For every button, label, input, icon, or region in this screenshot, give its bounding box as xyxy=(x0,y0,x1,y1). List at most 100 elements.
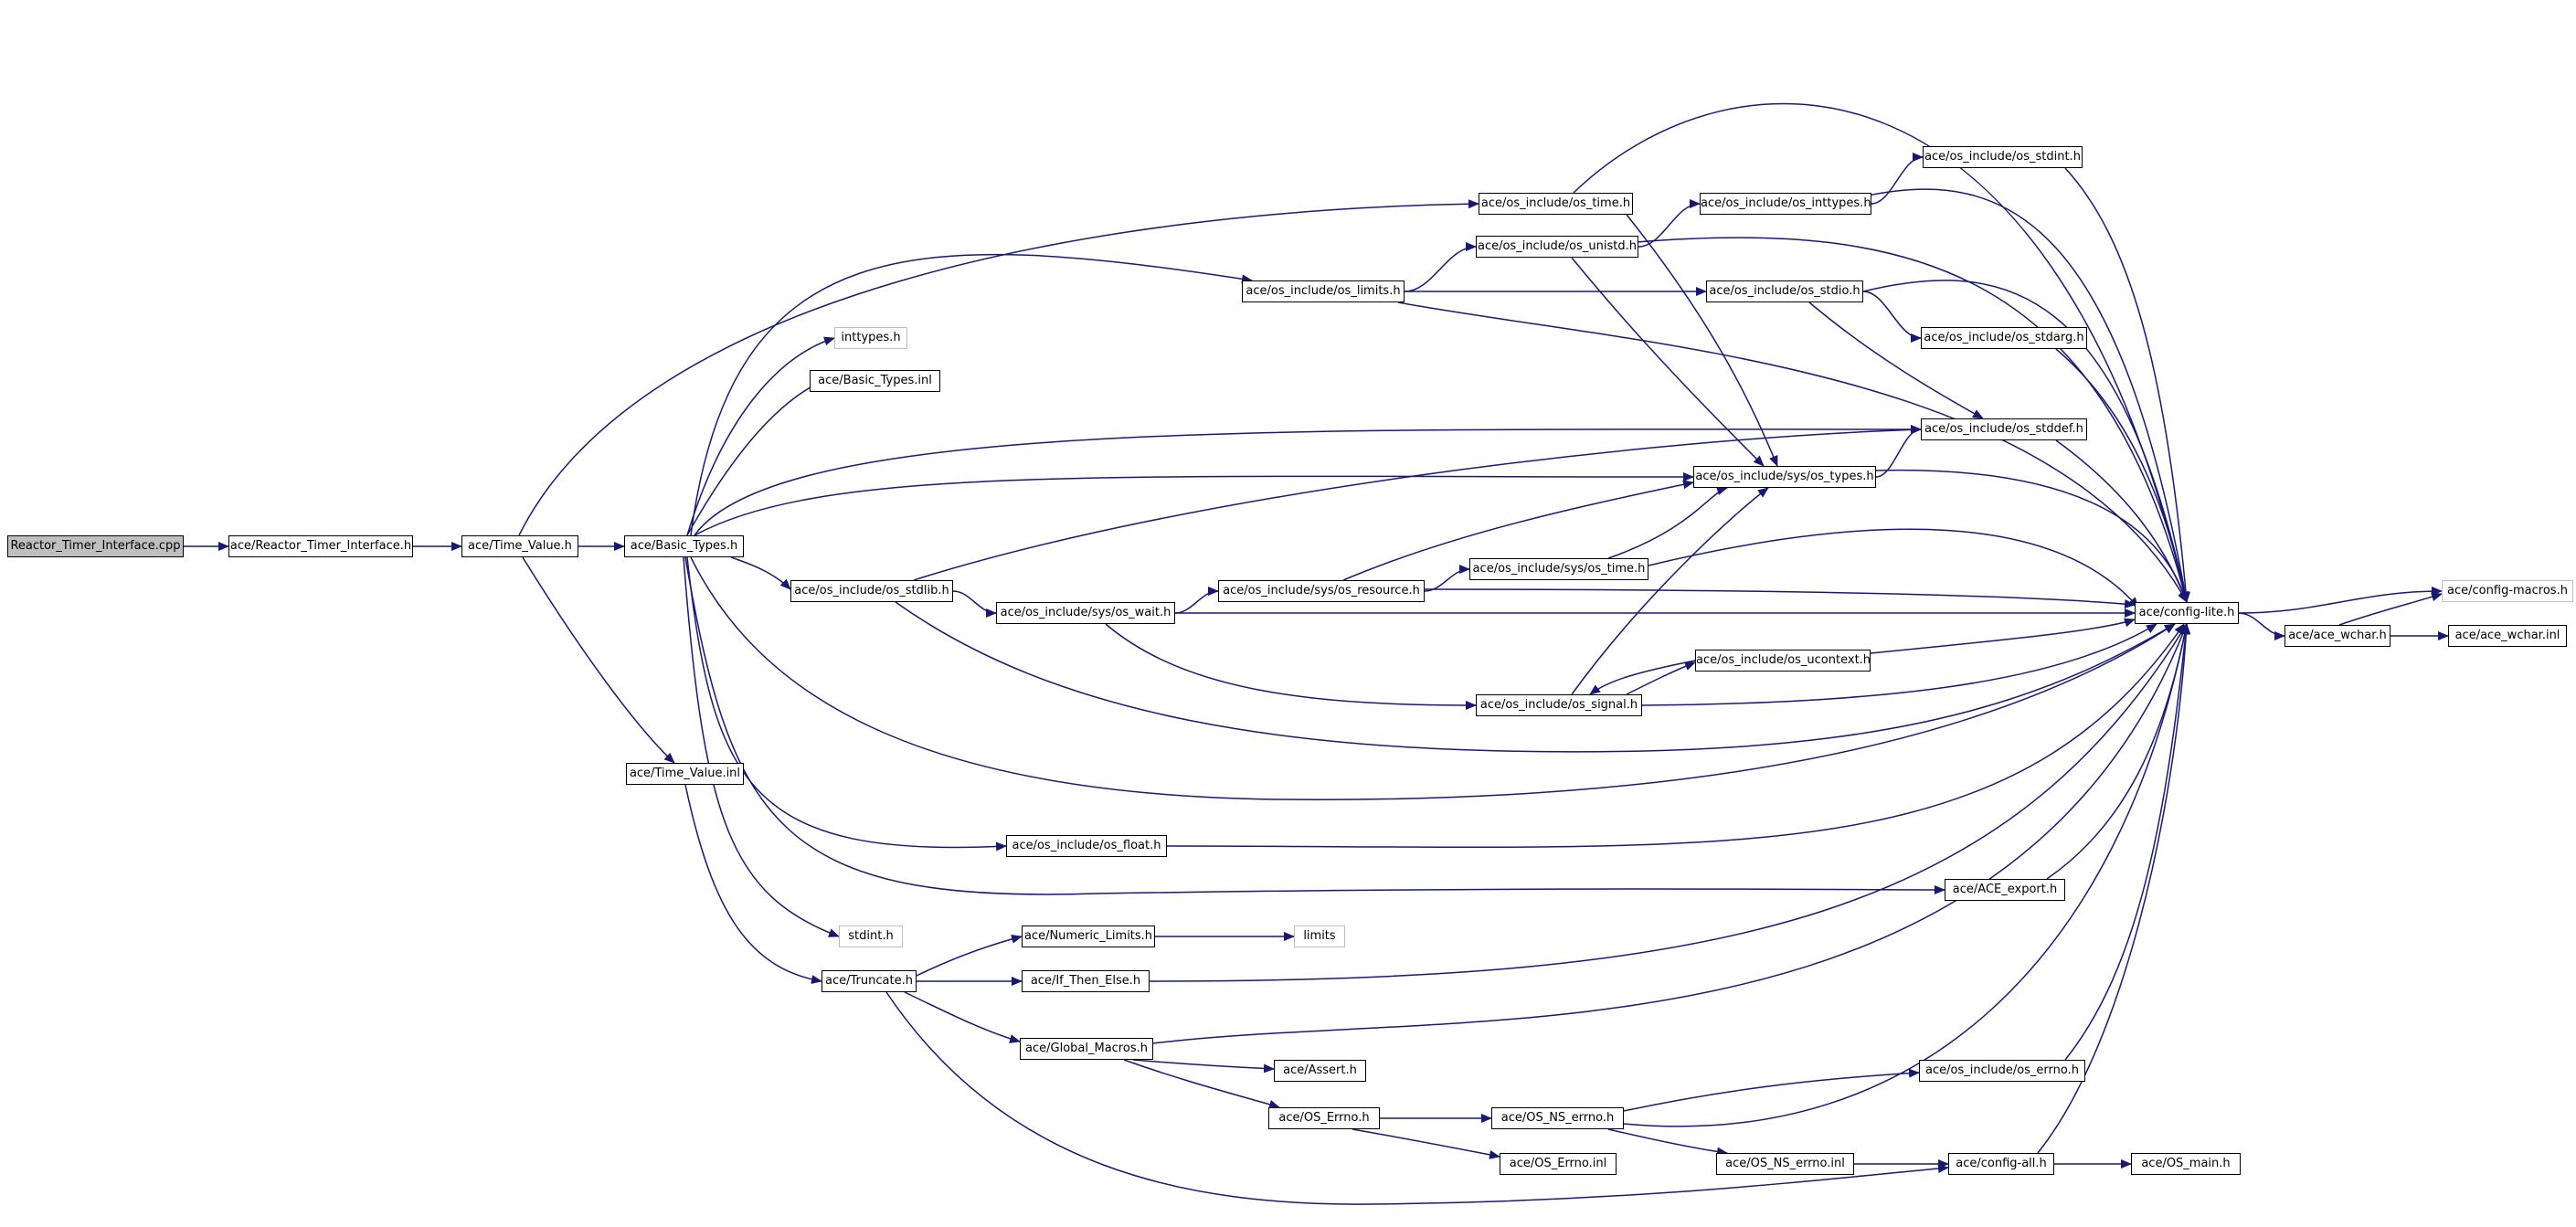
edge-ossignal-to-configlite xyxy=(1641,623,2157,706)
graph-node-osstdio[interactable]: ace/os_include/os_stdio.h xyxy=(1706,280,1863,302)
graph-node-btinl[interactable]: ace/Basic_Types.inl xyxy=(810,370,940,392)
graph-node-osstdarg[interactable]: ace/os_include/os_stdarg.h xyxy=(1921,327,2087,349)
graph-node-ossignal[interactable]: ace/os_include/os_signal.h xyxy=(1476,694,1642,716)
edge-bt-to-configlite xyxy=(690,556,2176,800)
graph-node-osstddef[interactable]: ace/os_include/os_stddef.h xyxy=(1921,418,2087,440)
graph-node-rti[interactable]: ace/Reactor_Timer_Interface.h xyxy=(228,535,413,557)
edge-ossignal-to-osucontext xyxy=(1626,661,1696,695)
edge-bt-to-btinl xyxy=(686,380,823,536)
edge-globalmacros-to-assert xyxy=(1132,1059,1275,1074)
graph-node-acewcharinl[interactable]: ace/ace_wchar.inl xyxy=(2448,625,2567,647)
graph-node-osinttypes[interactable]: ace/os_include/os_inttypes.h xyxy=(1700,193,1871,215)
graph-node-ossystime[interactable]: ace/os_include/sys/os_time.h xyxy=(1469,558,1648,580)
graph-node-tv[interactable]: ace/Time_Value.h xyxy=(461,535,578,557)
edge-bt-to-osstddef xyxy=(694,424,1922,536)
graph-node-ifthenelse[interactable]: ace/If_Then_Else.h xyxy=(1022,970,1150,992)
edge-ossystime-to-configlite xyxy=(1648,528,2139,608)
edge-osfloat-to-configlite xyxy=(1166,623,2185,849)
edge-bt-to-stdint xyxy=(683,556,840,937)
edge-ostime-to-ostypes xyxy=(1626,214,1778,467)
graph-node-osresource[interactable]: ace/os_include/sys/os_resource.h xyxy=(1218,580,1425,602)
graph-node-osstdint[interactable]: ace/os_include/os_stdint.h xyxy=(1923,146,2083,168)
edge-osstdio-to-osstdarg xyxy=(1862,291,1922,343)
graph-node-ostypes[interactable]: ace/os_include/sys/os_types.h xyxy=(1693,466,1876,488)
graph-node-osinclerrno[interactable]: ace/os_include/os_errno.h xyxy=(1919,1060,2085,1082)
graph-node-oserrnoinl[interactable]: ace/OS_Errno.inl xyxy=(1500,1153,1617,1175)
edge-bt-to-oslimits xyxy=(690,253,1253,536)
edge-truncate-to-numlimits xyxy=(916,934,1023,977)
graph-node-osnserrnoinl[interactable]: ace/OS_NS_errno.inl xyxy=(1716,1153,1854,1175)
edge-oserrno-to-oserrnoinl xyxy=(1352,1128,1500,1159)
graph-node-ostime[interactable]: ace/os_include/os_time.h xyxy=(1479,193,1633,215)
graph-node-oswait[interactable]: ace/os_include/sys/os_wait.h xyxy=(996,602,1175,624)
edge-osucontext-to-ossignal xyxy=(1589,660,1696,695)
graph-node-inttypes: inttypes.h xyxy=(834,327,907,349)
edge-oswait-to-ossignal xyxy=(1105,623,1477,710)
edge-osresource-to-ostypes xyxy=(1342,480,1694,581)
edge-osnserrno-to-osinclerrno xyxy=(1623,1068,1920,1112)
edge-osstdlib-to-osstddef xyxy=(913,425,1922,581)
graph-node-oserrno[interactable]: ace/OS_Errno.h xyxy=(1268,1107,1380,1129)
edge-osunistd-to-osinttypes xyxy=(1638,199,1701,248)
edge-ostime-to-configlite xyxy=(1573,102,2189,603)
edge-truncate-to-globalmacros xyxy=(904,991,1021,1043)
edge-osresource-to-configlite xyxy=(1424,588,2136,609)
edge-ossystime-to-ostypes xyxy=(1607,486,1728,559)
edge-osstdlib-to-configlite xyxy=(895,601,2176,753)
edge-ifthenelse-to-configlite xyxy=(1149,623,2188,982)
graph-node-tvinl[interactable]: ace/Time_Value.inl xyxy=(626,763,744,785)
graph-node-osstdlib[interactable]: ace/os_include/os_stdlib.h xyxy=(790,580,953,602)
edge-osstdio-to-configlite xyxy=(1862,280,2189,603)
edge-configlite-to-acewchar xyxy=(2238,612,2285,640)
graph-node-osnserrno[interactable]: ace/OS_NS_errno.h xyxy=(1491,1107,1624,1129)
graph-node-assert[interactable]: ace/Assert.h xyxy=(1274,1060,1366,1082)
graph-node-root[interactable]: Reactor_Timer_Interface.cpp xyxy=(7,535,184,557)
graph-node-globalmacros[interactable]: ace/Global_Macros.h xyxy=(1020,1038,1153,1060)
edge-tv-to-tvinl xyxy=(522,556,675,764)
edge-osstdlib-to-oswait xyxy=(952,590,997,618)
edge-oslimits-to-configlite xyxy=(1397,301,2188,603)
edge-osnserrno-to-configlite xyxy=(1623,623,2189,1127)
edge-tv-to-ostime xyxy=(518,199,1479,536)
edge-osinttypes-to-configlite xyxy=(1863,188,2189,603)
edge-globalmacros-to-configlite xyxy=(1152,623,2188,1044)
graph-node-osunistd[interactable]: ace/os_include/os_unistd.h xyxy=(1476,236,1638,258)
edge-configlite-to-configmacros xyxy=(2238,587,2443,614)
edge-bt-to-osfloat xyxy=(686,556,1007,851)
graph-node-oslimits[interactable]: ace/os_include/os_limits.h xyxy=(1242,280,1405,302)
edge-configall-to-configlite xyxy=(2037,623,2191,1154)
edge-truncate-to-configall xyxy=(885,991,1949,1205)
graph-node-limits: limits xyxy=(1294,926,1345,947)
edge-osinclerrno-to-configlite xyxy=(2064,623,2190,1061)
edge-bt-to-osstdlib xyxy=(730,556,791,590)
edge-osunistd-to-ostypes xyxy=(1571,257,1765,467)
edge-tvinl-to-truncate xyxy=(684,784,822,984)
edge-osstdarg-to-configlite xyxy=(2055,348,2189,603)
edge-osstdio-to-osstddef xyxy=(1808,301,1984,419)
graph-node-configall[interactable]: ace/config-all.h xyxy=(1948,1153,2054,1175)
graph-node-configlite[interactable]: ace/config-lite.h xyxy=(2135,602,2239,624)
edge-osinttypes-to-osstdint xyxy=(1871,153,1924,205)
edge-osresource-to-ossystime xyxy=(1424,565,1470,592)
graph-node-osmain[interactable]: ace/OS_main.h xyxy=(2131,1153,2241,1175)
graph-node-truncate[interactable]: ace/Truncate.h xyxy=(822,970,917,992)
edge-osnserrno-to-osnserrnoinl xyxy=(1607,1128,1728,1157)
graph-node-bt[interactable]: ace/Basic_Types.h xyxy=(624,535,744,557)
edge-osstdint-to-configlite xyxy=(2064,167,2191,603)
edge-globalmacros-to-oserrno xyxy=(1123,1059,1280,1109)
edge-osunistd-to-configlite xyxy=(1635,237,2189,603)
graph-node-configmacros: ace/config-macros.h xyxy=(2442,580,2573,602)
edge-osucontext-to-configlite xyxy=(1870,618,2136,654)
graph-node-numlimits[interactable]: ace/Numeric_Limits.h xyxy=(1022,926,1155,947)
graph-node-stdint: stdint.h xyxy=(839,926,903,947)
graph-node-acewchar[interactable]: ace/ace_wchar.h xyxy=(2284,625,2390,647)
edge-ostypes-to-configlite xyxy=(1875,469,2189,603)
graph-node-aceexport[interactable]: ace/ACE_export.h xyxy=(1945,879,2065,901)
edge-oslimits-to-osunistd xyxy=(1404,242,1477,292)
edge-bt-to-ostypes xyxy=(694,471,1694,536)
graph-node-osucontext[interactable]: ace/os_include/os_ucontext.h xyxy=(1695,650,1871,672)
graph-node-osfloat[interactable]: ace/os_include/os_float.h xyxy=(1006,835,1167,857)
edge-ossignal-to-ostypes xyxy=(1571,487,1769,695)
